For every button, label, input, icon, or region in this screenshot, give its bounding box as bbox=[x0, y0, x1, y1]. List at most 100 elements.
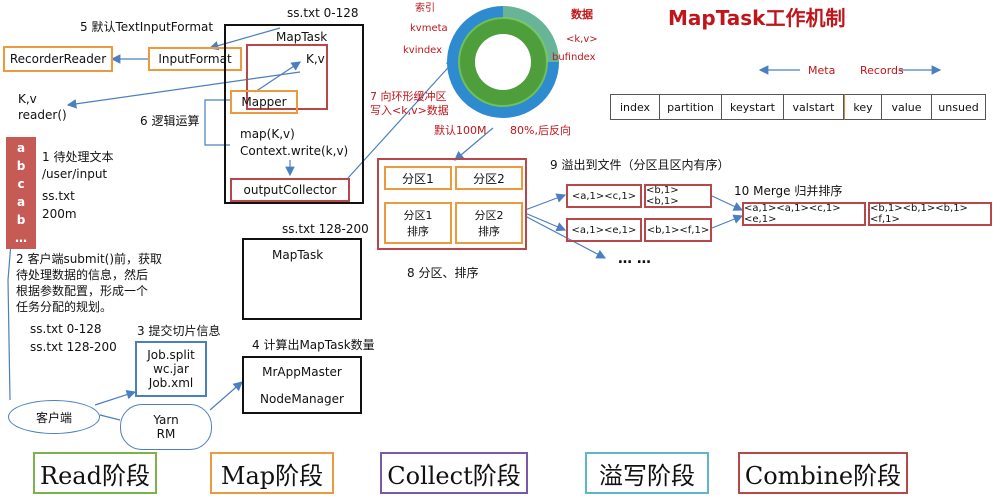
partition-1: 分区1 bbox=[384, 166, 452, 190]
step2-line3: 根据参数配置，形成一个 bbox=[16, 284, 149, 298]
arrow-yarn-to-mrappmaster bbox=[209, 381, 243, 411]
step8-label: 8 分区、排序 bbox=[407, 266, 479, 280]
ring-buffer-icon bbox=[447, 6, 559, 118]
step1-file: ss.txt bbox=[42, 189, 75, 203]
partition-2-sorted-name: 分区2 bbox=[474, 209, 504, 222]
partition-2-sorted-action: 排序 bbox=[478, 225, 500, 238]
meta-label: Meta bbox=[808, 64, 836, 77]
arrow-part-to-more bbox=[524, 215, 607, 259]
partition-1-label: 分区1 bbox=[402, 171, 434, 186]
job-file: Job.xml bbox=[148, 376, 194, 390]
step4-label: 4 计算出MapTask数量 bbox=[252, 338, 375, 352]
maptask1-box bbox=[224, 24, 364, 204]
partition-1-sorted-action: 排序 bbox=[407, 225, 429, 238]
maptask2-title: MapTask bbox=[272, 248, 324, 262]
record-cell-key: key bbox=[844, 94, 882, 120]
records-label: Records bbox=[860, 64, 904, 77]
ring-reverse-label: 80%,后反向 bbox=[510, 124, 571, 137]
arrow-client-to-jobfiles bbox=[94, 390, 137, 406]
ring-data-label: 数据 bbox=[571, 8, 593, 21]
arrow-collector-to-ring bbox=[347, 59, 456, 179]
arrow-mapper-to-kv bbox=[254, 61, 301, 93]
arrow-part-to-spill1 bbox=[524, 193, 567, 211]
stage-read: Read阶段 bbox=[33, 452, 157, 494]
step1-path: /user/input bbox=[42, 167, 108, 181]
arrow-spill1-to-merge bbox=[711, 195, 744, 211]
partition-2-label: 分区2 bbox=[473, 171, 505, 186]
recorder-reader-box: RecorderReader bbox=[3, 46, 113, 72]
maptask1-range: ss.txt 0-128 bbox=[287, 6, 359, 20]
ring-bufindex-label: bufindex bbox=[552, 52, 596, 63]
file-letter: a bbox=[16, 141, 26, 155]
line-client-to-submit bbox=[7, 229, 13, 401]
reader-kv-label: K,v bbox=[18, 92, 37, 106]
step3-label: 3 提交切片信息 bbox=[137, 324, 221, 338]
ring-index-label: 索引 bbox=[415, 3, 435, 14]
client-ellipse: 客户端 bbox=[8, 400, 100, 434]
spill-file-2b: <b,1><f,1> bbox=[644, 218, 712, 242]
maptask1-title: MapTask bbox=[276, 30, 328, 44]
spill-file-1a-text: <a,1><c,1> bbox=[571, 190, 637, 202]
split-1: ss.txt 0-128 bbox=[30, 322, 102, 336]
mapper-box: Mapper bbox=[230, 90, 298, 114]
client-label: 客户端 bbox=[35, 410, 72, 425]
ring-kvindex-label: kvindex bbox=[403, 45, 443, 56]
input-format-label: InputFormat bbox=[158, 52, 232, 66]
step7-line1: 7 向环形缓冲区 bbox=[370, 90, 447, 103]
stage-spill: 溢写阶段 bbox=[585, 452, 709, 494]
step6-label: 6 逻辑运算 bbox=[140, 114, 200, 128]
meta-cell-valstart: valstart bbox=[784, 94, 844, 120]
stage-combine: Combine阶段 bbox=[738, 452, 908, 494]
file-letter: … bbox=[15, 231, 27, 245]
diagram-title: MapTask工作机制 bbox=[668, 6, 846, 30]
arrow-maptask-to-inputformat bbox=[208, 27, 281, 51]
yarn-cloud: Yarn RM bbox=[120, 404, 212, 450]
meta-cell-index: index bbox=[610, 94, 660, 120]
spill-file-2b-text: <b,1><f,1> bbox=[646, 224, 710, 236]
file-letter: b bbox=[16, 159, 26, 173]
meta-cell-keystart: keystart bbox=[722, 94, 784, 120]
file-letter: c bbox=[17, 177, 25, 191]
input-file-block: a b c a b … bbox=[6, 137, 36, 249]
spill-more: … … bbox=[618, 251, 651, 267]
mapper-label: Mapper bbox=[241, 95, 287, 109]
partition-2-sorted: 分区2 排序 bbox=[455, 202, 523, 244]
step2-line4: 任务分配的规划。 bbox=[16, 300, 113, 314]
spill-file-2a-text: <a,1><e,1> bbox=[571, 224, 637, 236]
maptask2-range: ss.txt 128-200 bbox=[282, 222, 369, 236]
reader-call-label: reader() bbox=[18, 108, 67, 122]
file-letter: b bbox=[16, 213, 26, 227]
nodemanager-label: NodeManager bbox=[260, 391, 344, 406]
record-cell-unsued: unsued bbox=[932, 94, 986, 120]
maptask1-kv-box bbox=[246, 44, 328, 110]
step2-line1: 2 客户端submit()前，获取 bbox=[16, 252, 163, 266]
output-collector-label: outputCollector bbox=[243, 183, 337, 197]
merge-file-a: <a,1><a,1><c,1><e,1> bbox=[742, 202, 866, 226]
step2-line2: 待处理数据的信息，然后 bbox=[16, 268, 149, 282]
partition-1-sorted-name: 分区1 bbox=[403, 209, 433, 222]
context-write: Context.write(k,v) bbox=[240, 144, 349, 158]
stage-map: Map阶段 bbox=[210, 452, 334, 494]
step1-size: 200m bbox=[42, 207, 77, 221]
split-2: ss.txt 128-200 bbox=[30, 340, 117, 354]
ring-kv-label: <k,v> bbox=[566, 34, 598, 45]
record-cell-value: value bbox=[882, 94, 932, 120]
step9-label: 9 溢出到文件（分区且区内有序） bbox=[550, 158, 730, 172]
maptask2-box bbox=[242, 238, 362, 320]
arrow-client-to-yarn bbox=[99, 414, 121, 421]
partition-1-sorted: 分区1 排序 bbox=[384, 202, 452, 244]
rm-label: RM bbox=[156, 427, 176, 441]
maptask1-kv: K,v bbox=[306, 52, 325, 66]
spill-file-1a: <a,1><c,1> bbox=[566, 184, 642, 208]
job-files-box: Job.split wc.jar Job.xml bbox=[135, 341, 207, 397]
stage-collect: Collect阶段 bbox=[380, 452, 528, 494]
recorder-reader-label: RecorderReader bbox=[9, 52, 107, 66]
meta-cell-partition: partition bbox=[660, 94, 722, 120]
merge-file-b: <b,1><b,1><b,1><f,1> bbox=[868, 202, 992, 226]
yarn-label: Yarn bbox=[153, 413, 179, 427]
job-file: Job.split bbox=[147, 348, 195, 362]
arrow-reader-to-file bbox=[66, 71, 301, 109]
arrow-logic-loop bbox=[204, 99, 230, 146]
